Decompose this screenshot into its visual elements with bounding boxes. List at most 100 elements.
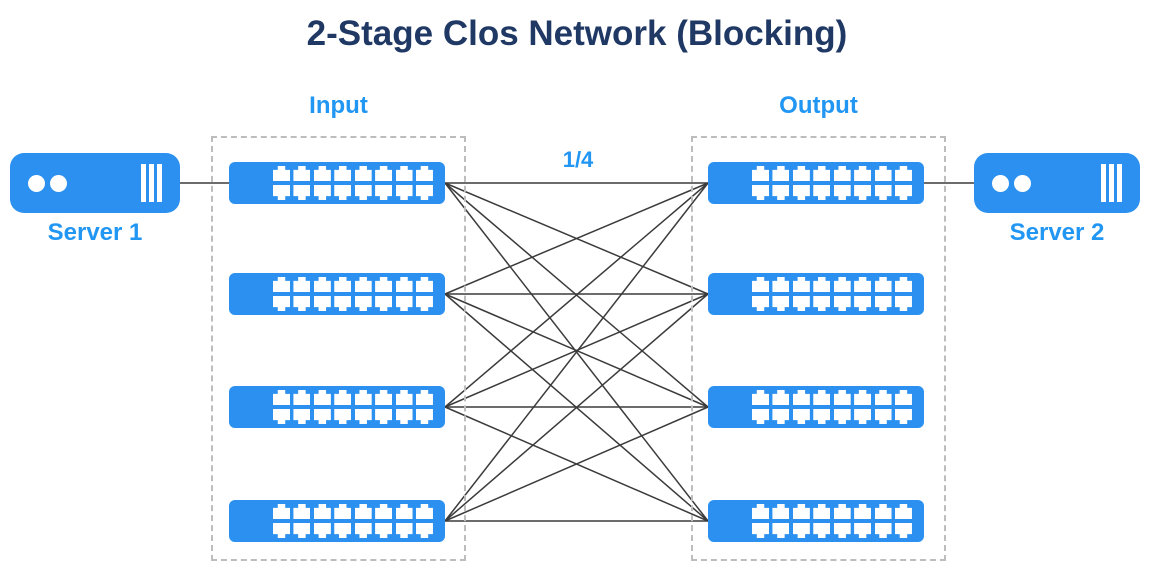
ethernet-port-icon [273,296,290,311]
ethernet-port-icon [354,166,372,181]
ethernet-port-icon [395,185,413,200]
server-1-icon [10,153,180,213]
ethernet-port-icon [772,277,790,292]
ethernet-port-icon [354,390,372,405]
ethernet-port-icon [894,185,912,200]
ethernet-port-icon [752,166,769,181]
ethernet-port-icon [415,523,433,538]
port-row [273,523,433,538]
ethernet-port-icon [772,166,790,181]
ethernet-port-icon [334,390,352,405]
ethernet-port-icon [313,296,331,311]
ethernet-port-icon [334,296,352,311]
server-slot-icon [1117,164,1122,202]
port-row [752,166,912,181]
ethernet-port-icon [293,523,311,538]
port-row [273,166,433,181]
link-line-in3-out1 [444,182,709,408]
ethernet-port-icon [854,185,872,200]
ethernet-port-icon [772,390,790,405]
ethernet-port-icon [395,296,413,311]
ethernet-port-icon [395,277,413,292]
input-switch-1 [229,162,445,204]
ethernet-port-icon [792,409,810,424]
ethernet-port-icon [375,185,393,200]
server-slot-icon [141,164,146,202]
port-row [273,504,433,519]
server-1-label: Server 1 [47,219,143,246]
output-switch-4 [708,500,924,542]
ethernet-port-icon [813,409,831,424]
ethernet-port-icon [874,504,892,519]
ethernet-port-icon [792,185,810,200]
ethernet-port-icon [813,504,831,519]
ethernet-port-icon [395,504,413,519]
ethernet-port-icon [833,166,851,181]
ethernet-port-icon [293,166,311,181]
ethernet-port-icon [874,409,892,424]
ethernet-port-icon [874,296,892,311]
ethernet-port-icon [894,523,912,538]
ethernet-port-icon [354,409,372,424]
server-dots-icon [992,174,1031,192]
ethernet-port-icon [293,409,311,424]
ethernet-port-icon [354,523,372,538]
ethernet-port-icon [772,296,790,311]
ethernet-port-icon [813,166,831,181]
ethernet-port-icon [273,523,290,538]
server-slots-icon [1101,164,1122,202]
ethernet-port-icon [792,523,810,538]
ethernet-port-icon [395,390,413,405]
output-stage-label: Output [779,92,858,119]
diagram-title: 2-Stage Clos Network (Blocking) [306,14,848,53]
output-switch-1 [708,162,924,204]
server-dot-icon [992,174,1009,192]
port-row [752,185,912,200]
ethernet-port-icon [752,409,769,424]
ethernet-port-icon [354,504,372,519]
input-switch-3 [229,386,445,428]
port-row [752,390,912,405]
ethernet-port-icon [293,390,311,405]
ethernet-port-icon [752,277,769,292]
ethernet-port-icon [874,185,892,200]
ethernet-port-icon [772,523,790,538]
link-line-in4-out2 [444,293,709,522]
ethernet-port-icon [415,185,433,200]
ethernet-port-icon [792,166,810,181]
output-switch-3 [708,386,924,428]
ethernet-port-icon [293,504,311,519]
ethernet-port-icon [395,523,413,538]
ethernet-port-icon [375,166,393,181]
ethernet-port-icon [833,185,851,200]
ethernet-port-icon [874,523,892,538]
port-row [273,409,433,424]
ethernet-port-icon [375,409,393,424]
ethernet-port-icon [313,277,331,292]
ethernet-port-icon [894,409,912,424]
ethernet-port-icon [752,296,769,311]
ethernet-port-icon [772,409,790,424]
link-line-in2-out1 [444,182,709,295]
ethernet-port-icon [813,296,831,311]
ethernet-port-icon [273,390,290,405]
port-row [273,277,433,292]
ethernet-port-icon [313,504,331,519]
server-slot-icon [157,164,162,202]
ethernet-port-icon [792,277,810,292]
ethernet-port-icon [894,277,912,292]
ethernet-port-icon [833,296,851,311]
ethernet-port-icon [833,409,851,424]
ethernet-port-icon [833,277,851,292]
ethernet-port-icon [792,390,810,405]
ethernet-port-icon [293,277,311,292]
ethernet-port-icon [415,296,433,311]
input-switch-2 [229,273,445,315]
ethernet-port-icon [894,166,912,181]
ethernet-port-icon [854,409,872,424]
ethernet-port-icon [354,277,372,292]
ethernet-port-icon [273,504,290,519]
server-slot-icon [1109,164,1114,202]
port-row [752,523,912,538]
